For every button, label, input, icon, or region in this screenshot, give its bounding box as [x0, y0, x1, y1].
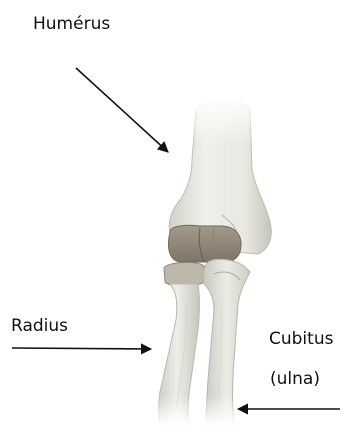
cubitus-label: Cubitus — [269, 329, 333, 349]
humerus-arrow — [76, 68, 168, 152]
ulna-label: (ulna) — [270, 369, 320, 389]
articular-cartilage — [169, 225, 242, 262]
humerus-label: Humérus — [33, 14, 110, 34]
radius-arrow — [12, 348, 151, 349]
radius-label: Radius — [11, 316, 68, 336]
